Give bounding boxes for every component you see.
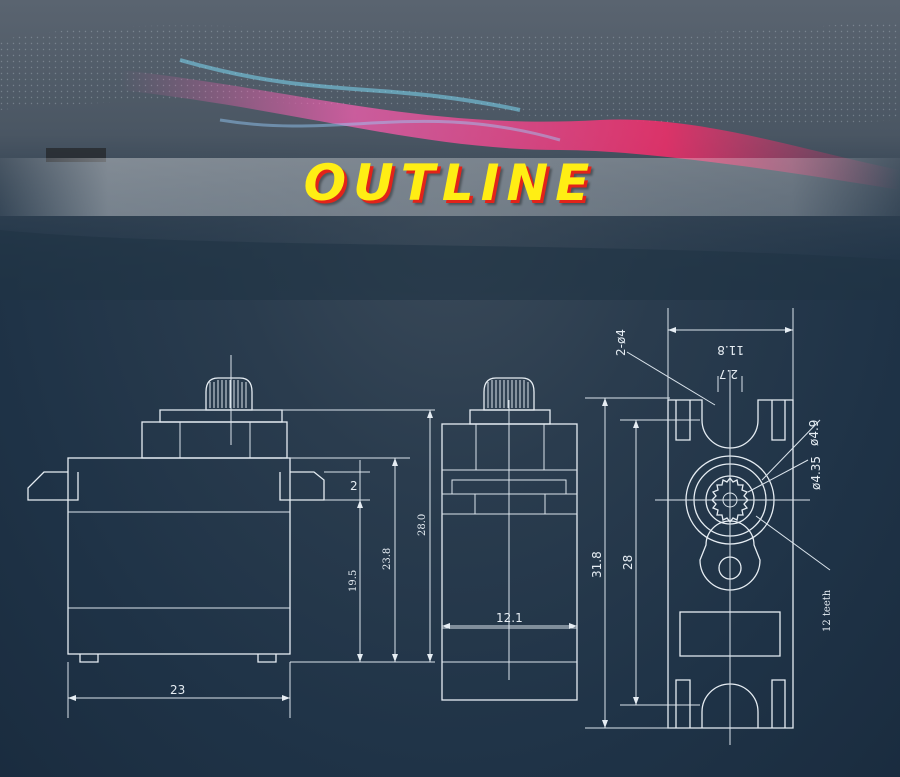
dim-mounting-spacing: 28 xyxy=(621,555,635,570)
side-view xyxy=(441,377,578,701)
dim-slot-width: 2.7 xyxy=(719,367,738,381)
dim-height-flange-top: 23.8 xyxy=(382,548,393,570)
dim-height-to-flange: 19.5 xyxy=(348,570,359,592)
dim-flange-width: 11.8 xyxy=(717,343,744,357)
dim-height-mount: 2 xyxy=(350,479,358,493)
banner-background xyxy=(0,0,900,300)
page-title: OUTLINE xyxy=(303,154,597,212)
dim-width-front: 23 xyxy=(170,683,185,697)
dim-spline-outer: ø4.9 xyxy=(807,420,821,446)
title-band xyxy=(0,158,900,216)
dim-mounting-holes: 2-ø4 xyxy=(614,329,628,356)
dim-spline-inner: ø4.35 xyxy=(809,456,823,490)
dim-spline-teeth: 12 teeth xyxy=(822,589,833,632)
dim-width-side: 12.1 xyxy=(496,611,523,625)
dim-length-overall: 31.8 xyxy=(590,551,604,578)
bottom-view xyxy=(585,308,831,745)
front-view xyxy=(27,355,435,718)
dim-height-total: 28.0 xyxy=(417,514,428,536)
